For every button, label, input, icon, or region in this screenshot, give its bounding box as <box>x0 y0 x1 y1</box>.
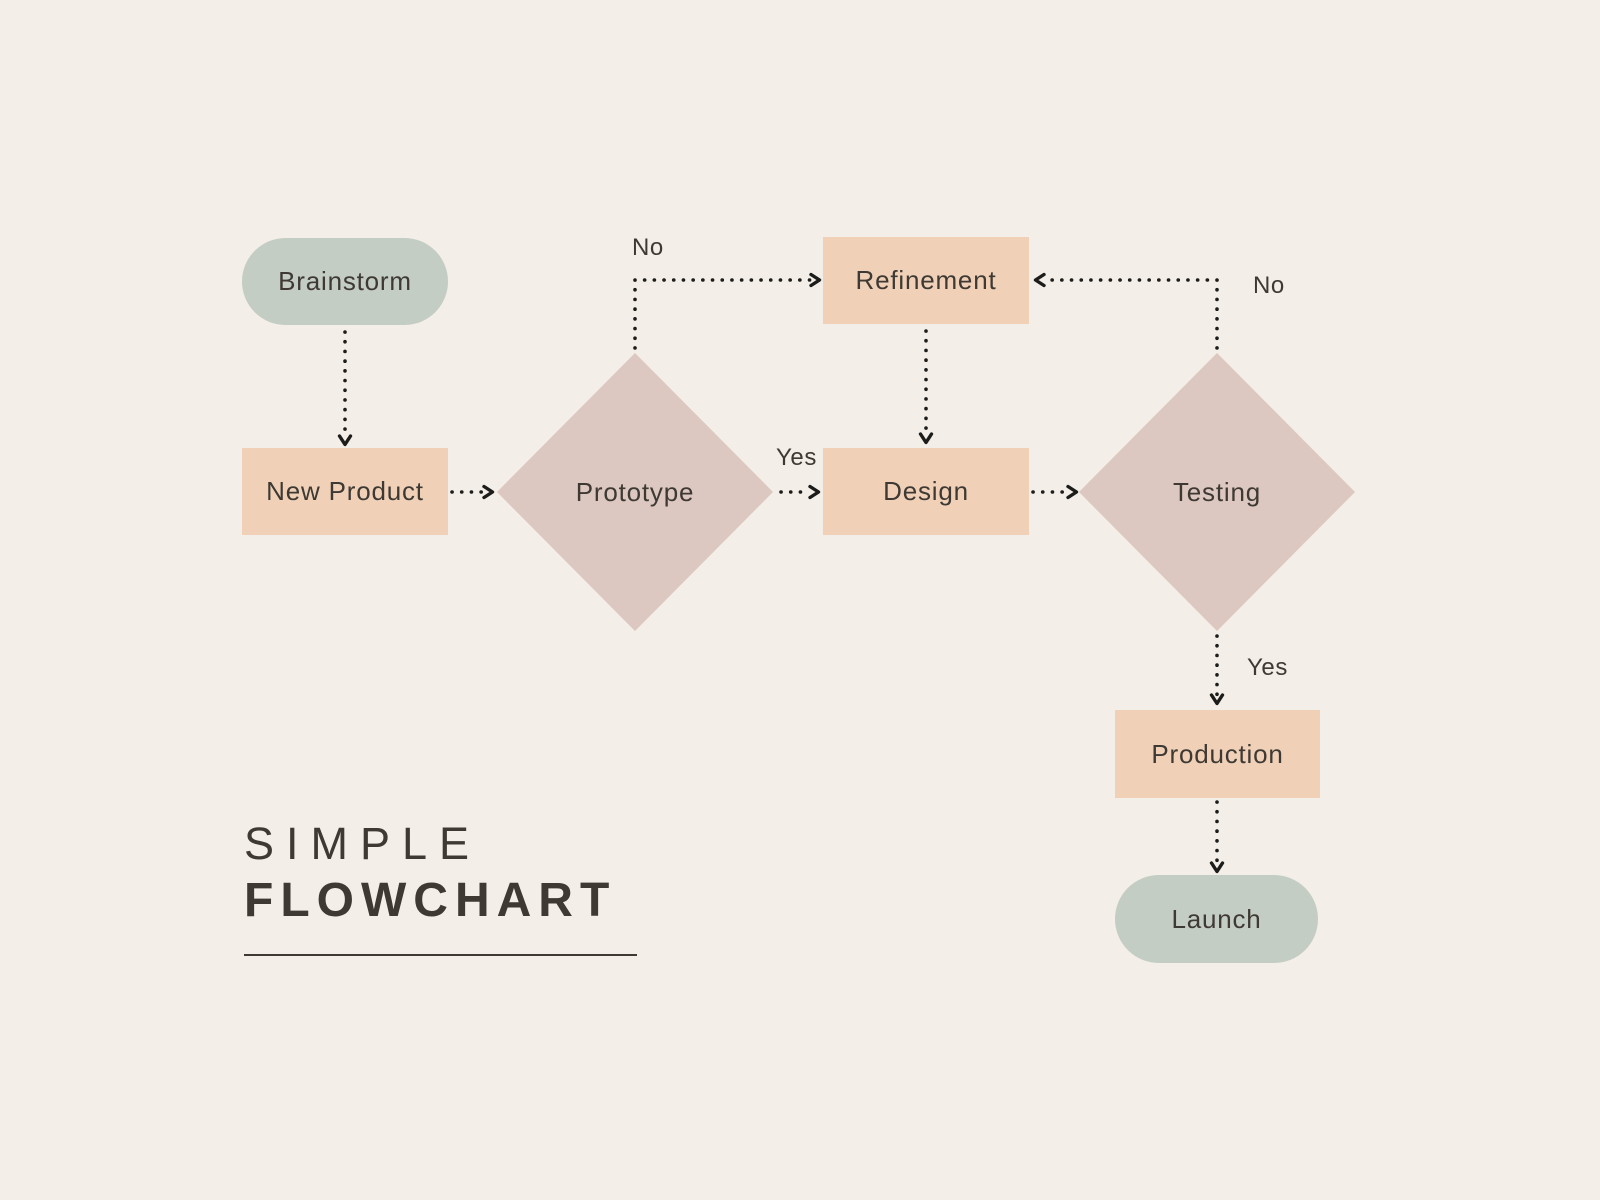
chart-title: SIMPLE FLOWCHART <box>244 816 637 956</box>
node-new-product: New Product <box>242 448 448 535</box>
node-production: Production <box>1115 710 1320 798</box>
node-production-label: Production <box>1151 738 1284 769</box>
edge-label-testing-yes: Yes <box>1247 654 1288 681</box>
title-underline <box>244 953 637 956</box>
node-launch: Launch <box>1115 875 1318 963</box>
node-refinement: Refinement <box>823 237 1029 324</box>
edge-label-prototype-yes: Yes <box>776 444 817 471</box>
node-new-product-label: New Product <box>266 476 424 506</box>
node-prototype-label: Prototype <box>575 476 695 507</box>
edge-prototype-no-to-refinement <box>633 272 822 350</box>
edge-label-prototype-no: No <box>632 234 664 261</box>
node-design: Design <box>823 448 1029 535</box>
node-launch-label: Launch <box>1171 903 1262 934</box>
node-refinement-label: Refinement <box>855 265 997 295</box>
chart-title-line2: FLOWCHART <box>244 874 617 928</box>
edge-label-testing-no: No <box>1253 272 1285 299</box>
chart-title-line1: SIMPLE <box>244 818 482 869</box>
node-testing-label: Testing <box>1173 476 1261 507</box>
edge-testing-no-to-refinement <box>1033 272 1219 350</box>
node-brainstorm: Brainstorm <box>242 238 448 325</box>
node-design-label: Design <box>883 476 969 506</box>
node-brainstorm-label: Brainstorm <box>278 266 412 296</box>
